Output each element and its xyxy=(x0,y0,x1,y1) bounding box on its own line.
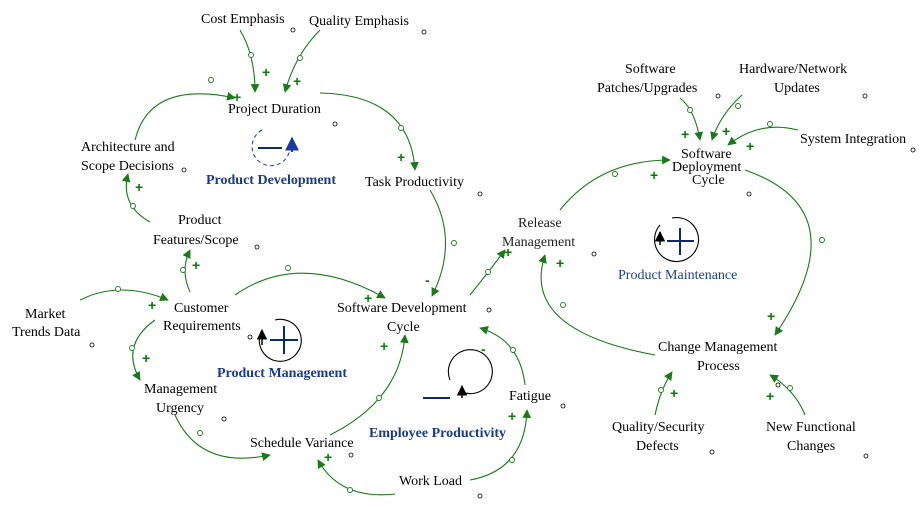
loop-label-product-development: Product Development xyxy=(206,173,336,188)
node-product-features-line2: Features/Scope xyxy=(153,233,239,248)
nodes: Cost Emphasis Quality Emphasis Project D… xyxy=(12,12,916,499)
node-quality-defects-line1: Quality/Security xyxy=(612,420,705,435)
node-schedule-variance: Schedule Variance xyxy=(250,436,354,451)
node-architecture-line1: Architecture and xyxy=(81,140,175,155)
link-quality-to-duration xyxy=(282,29,321,93)
polarity-plus: + xyxy=(766,388,774,404)
node-quality-defects-line2: Defects xyxy=(636,439,679,454)
polarity-plus: + xyxy=(746,138,754,154)
link-newfunc-to-change xyxy=(769,374,806,416)
polarity-plus: + xyxy=(364,290,372,306)
node-customer-req-line2: Requirements xyxy=(163,319,241,334)
node-release-mgmt-line2: Management xyxy=(502,235,575,250)
loop-label-employee-productivity: Employee Productivity xyxy=(369,426,506,441)
node-change-mgmt-line1: Change Management xyxy=(658,340,777,355)
node-sw-deploy-line2: Deployment xyxy=(672,160,741,175)
node-market-trends-line2: Trends Data xyxy=(12,325,81,340)
polarity-plus: + xyxy=(135,179,143,195)
loop-labels: Product Development Product Management E… xyxy=(206,173,506,441)
node-change-mgmt-line2: Process xyxy=(697,359,740,374)
link-sysint-to-deploy xyxy=(727,126,799,146)
node-sw-patches-line1: Software xyxy=(625,62,676,77)
link-features-to-architecture xyxy=(121,173,151,223)
polarity-minus: - xyxy=(481,341,486,357)
link-architecture-to-duration xyxy=(134,92,236,141)
node-new-functional-line1: New Functional xyxy=(766,420,856,435)
polarity-plus: + xyxy=(722,123,730,139)
node-task-productivity: Task Productivity xyxy=(365,175,464,190)
link-taskprod-to-sdc xyxy=(429,189,447,297)
node-quality-emphasis: Quality Emphasis xyxy=(309,14,409,29)
polarity-plus: + xyxy=(504,244,512,260)
polarity-plus: + xyxy=(192,257,200,273)
loop-symbol-product-management xyxy=(256,318,302,362)
node-hw-network-line2: Updates xyxy=(774,81,820,96)
node-management-urgency-line2: Urgency xyxy=(156,401,204,416)
polarity-plus: + xyxy=(262,64,270,80)
node-product-features-line1: Product xyxy=(178,213,222,228)
node-sdc-line2: Cycle xyxy=(387,320,420,335)
loop-symbol-product-development xyxy=(251,129,299,167)
polarity-plus: + xyxy=(233,89,241,105)
node-customer-req-line1: Customer xyxy=(174,301,229,316)
node-release-mgmt-line1: Release xyxy=(518,216,562,231)
node-hw-network-line1: Hardware/Network xyxy=(739,62,847,77)
link-market-to-custreq xyxy=(79,289,169,302)
polarity-plus: + xyxy=(767,308,775,324)
link-duration-to-taskprod xyxy=(319,92,419,171)
polarity-plus: + xyxy=(148,297,156,313)
polarity-plus: + xyxy=(556,255,564,271)
polarity-plus: + xyxy=(397,149,405,165)
polarity-plus: + xyxy=(380,338,388,354)
node-sw-deploy-line3: Cycle xyxy=(692,173,725,188)
link-patches-to-deploy xyxy=(679,97,704,141)
polarity-plus: + xyxy=(293,73,301,89)
link-cost-to-duration xyxy=(239,29,260,93)
polarity-plus: + xyxy=(670,385,678,401)
node-system-integration: System Integration xyxy=(800,132,906,147)
node-architecture-line2: Scope Decisions xyxy=(81,159,174,174)
loop-symbol-employee-productivity xyxy=(423,349,493,399)
link-release-to-deploy xyxy=(559,155,671,211)
node-cost-emphasis: Cost Emphasis xyxy=(201,12,285,27)
loop-symbol-product-maintenance xyxy=(653,216,700,263)
link-change-to-release xyxy=(538,254,656,356)
node-sdc-line1: Software Development xyxy=(337,301,467,316)
node-market-trends-line1: Market xyxy=(25,307,66,322)
loop-label-product-management: Product Management xyxy=(217,366,347,381)
link-custreq-to-sdc xyxy=(234,272,386,299)
polarity-plus: + xyxy=(508,408,516,424)
polarity-plus: + xyxy=(650,167,658,183)
link-schedvar-to-sdc xyxy=(329,334,409,436)
node-work-load: Work Load xyxy=(399,474,462,489)
polarity-signs: + + + + - + + + + + + + + - + + + + + + … xyxy=(135,64,775,465)
loop-label-product-maintenance: Product Maintenance xyxy=(618,268,737,283)
node-new-functional-line2: Changes xyxy=(787,439,835,454)
node-management-urgency-line1: Management xyxy=(144,382,217,397)
link-deploy-to-change xyxy=(744,169,812,336)
node-project-duration: Project Duration xyxy=(228,102,321,117)
polarity-minus: - xyxy=(425,272,430,288)
link-hardware-to-deploy xyxy=(710,94,743,141)
link-workload-to-schedvar xyxy=(317,459,396,496)
link-workload-to-fatigue xyxy=(469,409,532,481)
polarity-plus: + xyxy=(142,350,150,366)
link-urgency-to-schedvar xyxy=(174,414,271,461)
links xyxy=(79,29,825,496)
polarity-plus: + xyxy=(324,449,332,465)
node-sw-patches-line2: Patches/Upgrades xyxy=(597,81,697,96)
node-sw-deploy-line1: Software xyxy=(681,147,732,162)
polarity-plus: + xyxy=(681,126,689,142)
node-fatigue: Fatigue xyxy=(509,389,551,404)
